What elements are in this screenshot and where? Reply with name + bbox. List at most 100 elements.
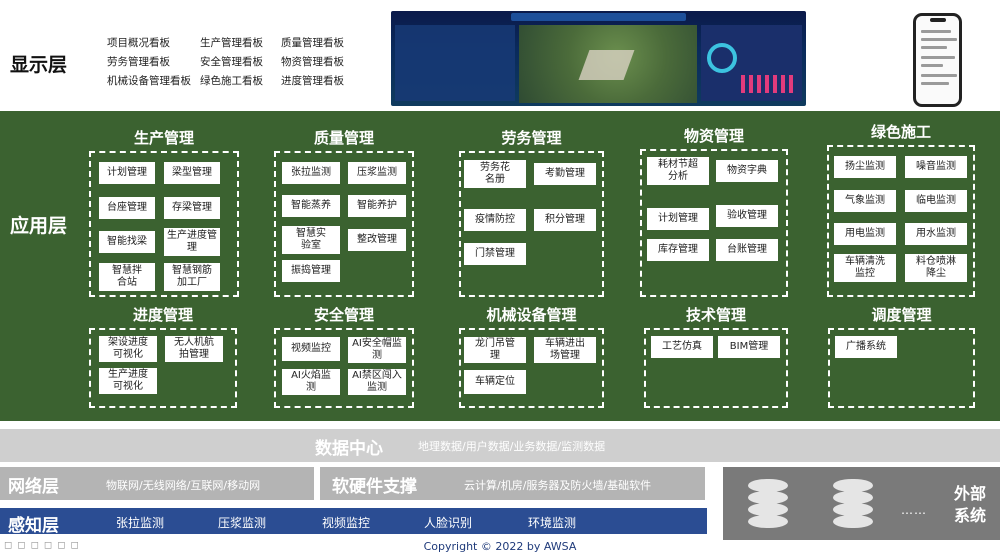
module-button[interactable]: 广播系统 [835, 336, 897, 358]
module-button[interactable]: 计划管理 [99, 162, 155, 184]
module-button[interactable]: 梁型管理 [164, 162, 220, 184]
dashboard-left-panel [395, 25, 515, 101]
group-border [644, 328, 788, 408]
phone-text-line [921, 64, 943, 67]
perception-item[interactable]: 人脸识别 [424, 516, 473, 530]
module-button[interactable]: 振捣管理 [282, 260, 340, 282]
module-button[interactable]: 智能蒸养 [282, 195, 340, 217]
module-button[interactable]: 噪音监测 [905, 156, 967, 178]
module-button[interactable]: 架设进度可视化 [99, 336, 157, 362]
module-button[interactable]: 智慧实验室 [282, 226, 340, 254]
module-button[interactable]: 整改管理 [348, 229, 406, 251]
perception-item[interactable]: 环境监测 [528, 516, 577, 530]
module-button[interactable]: 台账管理 [716, 239, 778, 261]
board-item[interactable]: 劳务管理看板 [107, 56, 170, 68]
group-title: 生产管理 [133, 129, 194, 147]
hardware-support-desc: 云计算/机房/服务器及防火墙/基础软件 [464, 479, 652, 492]
group-title: 物资管理 [683, 127, 744, 145]
copyright-footer: Copyright © 2022 by AWSA [423, 540, 577, 553]
group-title: 机械设备管理 [486, 306, 577, 324]
perception-item[interactable]: 视频监控 [322, 516, 371, 530]
group-border [274, 328, 414, 408]
database-icon [748, 479, 788, 529]
board-item[interactable]: 安全管理看板 [200, 56, 263, 68]
module-button[interactable]: 验收管理 [716, 205, 778, 227]
board-item[interactable]: 物资管理看板 [281, 56, 344, 68]
module-button[interactable]: 车辆进出场管理 [534, 337, 596, 363]
module-button[interactable]: 张拉监测 [282, 162, 340, 184]
board-item[interactable]: 质量管理看板 [281, 37, 344, 49]
module-button[interactable]: 无人机航拍管理 [165, 336, 223, 362]
module-button[interactable]: 生产进度管理 [164, 228, 220, 256]
module-button[interactable]: 临电监测 [905, 190, 967, 212]
module-button[interactable]: 工艺仿真 [651, 336, 713, 358]
module-button[interactable]: 积分管理 [534, 209, 596, 231]
module-button[interactable]: 车辆定位 [464, 370, 526, 394]
group-safety: 安全管理 视频监控 AI安全帽监测 AI火焰监测 AI禁区闯入监测 [274, 302, 414, 408]
group-labor: 劳务管理 劳务花名册 考勤管理 疫情防控 积分管理 门禁管理 [459, 125, 604, 297]
module-button[interactable]: 智慧拌合站 [99, 263, 155, 291]
module-button[interactable]: 料仓喷淋降尘 [905, 254, 967, 282]
toolbar-icons[interactable]: ◻◻◻◻◻◻ [4, 540, 84, 551]
board-item[interactable]: 机械设备管理看板 [107, 75, 191, 87]
group-title: 质量管理 [313, 129, 374, 147]
group-production: 生产管理 计划管理 梁型管理 台座管理 存梁管理 智能找梁 生产进度管理 智慧拌… [89, 125, 239, 297]
group-border [459, 328, 604, 408]
module-button[interactable]: 疫情防控 [464, 209, 526, 231]
perception-item[interactable]: 压浆监测 [218, 516, 267, 530]
module-button[interactable]: AI火焰监测 [282, 369, 340, 395]
module-button[interactable]: 考勤管理 [534, 163, 596, 185]
group-border [89, 151, 239, 297]
phone-text-line [921, 56, 955, 59]
application-layer: 应用层 生产管理 计划管理 梁型管理 台座管理 存梁管理 智能找梁 生产进度管理… [0, 111, 1000, 421]
database-icon [833, 479, 873, 529]
display-layer-title: 显示层 [10, 54, 68, 76]
module-button[interactable]: 物资字典 [716, 160, 778, 182]
perception-item[interactable]: 张拉监测 [116, 516, 165, 530]
hardware-support-title: 软硬件支撑 [332, 477, 417, 497]
network-layer-desc: 物联网/无线网络/互联网/移动网 [106, 479, 261, 492]
module-button[interactable]: 台座管理 [99, 197, 155, 219]
module-button[interactable]: 智慧钢筋加工厂 [164, 263, 220, 291]
group-machinery: 机械设备管理 龙门吊管理 车辆进出场管理 车辆定位 [459, 302, 604, 408]
board-item[interactable]: 项目概况看板 [107, 37, 170, 49]
module-button[interactable]: 门禁管理 [464, 243, 526, 265]
group-border [640, 149, 788, 297]
module-button[interactable]: 耗材节超分析 [647, 157, 709, 185]
module-button[interactable]: 生产进度可视化 [99, 368, 157, 394]
module-button[interactable]: 智能找梁 [99, 231, 155, 253]
group-dispatch: 调度管理 广播系统 [828, 302, 975, 408]
group-progress: 进度管理 架设进度可视化 无人机航拍管理 生产进度可视化 [89, 302, 237, 408]
module-button[interactable]: 智能养护 [348, 195, 406, 217]
ellipsis-text: …… [901, 503, 927, 517]
module-button[interactable]: BIM管理 [718, 336, 780, 358]
module-button[interactable]: 用水监测 [905, 223, 967, 245]
external-systems-title: 外部系统 [953, 484, 986, 525]
module-button[interactable]: 龙门吊管理 [464, 337, 526, 363]
module-button[interactable]: 扬尘监测 [834, 156, 896, 178]
module-button[interactable]: AI安全帽监测 [348, 337, 406, 363]
module-button[interactable]: 气象监测 [834, 190, 896, 212]
group-title: 技术管理 [685, 306, 746, 324]
group-title: 绿色施工 [870, 123, 931, 141]
network-layer-bar: 网络层 物联网/无线网络/互联网/移动网 [0, 467, 314, 500]
module-button[interactable]: 视频监控 [282, 337, 340, 361]
module-button[interactable]: 库存管理 [647, 239, 709, 261]
data-center-title: 数据中心 [315, 439, 383, 459]
module-button[interactable]: 车辆清洗监控 [834, 254, 896, 282]
module-button[interactable]: 劳务花名册 [464, 160, 526, 188]
module-button[interactable]: 计划管理 [647, 208, 709, 230]
group-border [827, 145, 975, 297]
module-button[interactable]: AI禁区闯入监测 [348, 369, 406, 395]
module-button[interactable]: 存梁管理 [164, 197, 220, 219]
board-item[interactable]: 绿色施工看板 [200, 75, 263, 87]
perception-layer-title: 感知层 [8, 516, 59, 536]
board-list: 项目概况看板 生产管理看板 质量管理看板 劳务管理看板 安全管理看板 物资管理看… [107, 36, 357, 88]
board-item[interactable]: 生产管理看板 [200, 37, 263, 49]
module-button[interactable]: 用电监测 [834, 223, 896, 245]
mobile-phone-image [913, 13, 962, 107]
group-title: 劳务管理 [501, 129, 562, 147]
module-button[interactable]: 压浆监测 [348, 162, 406, 184]
group-border [459, 151, 604, 297]
board-item[interactable]: 进度管理看板 [281, 75, 344, 87]
